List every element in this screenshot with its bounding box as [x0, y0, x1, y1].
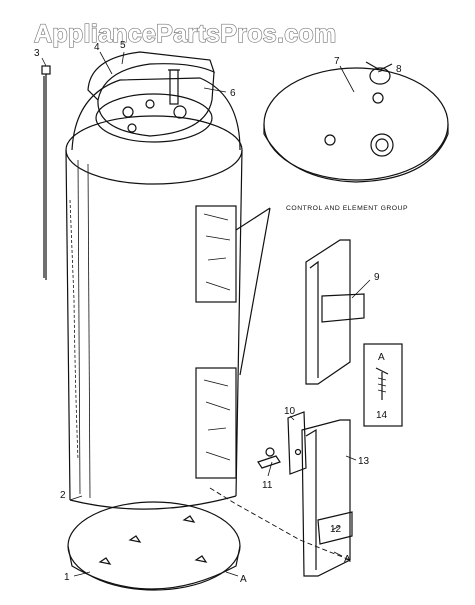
callout-9: 9 — [374, 272, 380, 283]
callout-14: 14 — [376, 410, 388, 421]
callout-3: 3 — [34, 48, 40, 59]
watermark-text: AppliancePartsPros.com — [34, 20, 337, 48]
callout-a-base: A — [240, 574, 247, 585]
callout-11: 11 — [262, 480, 273, 491]
lower-access-panel-part-13 — [301, 419, 353, 577]
top-insulation-part-5 — [87, 51, 216, 137]
anode-rod-part-6 — [168, 69, 180, 105]
callout-12: 12 — [330, 524, 342, 535]
callout-a-lower-panel: A — [344, 554, 351, 565]
callout-a-screw-box: A — [378, 352, 385, 363]
screw-box — [363, 343, 403, 427]
callout-2: 2 — [60, 490, 66, 501]
leader-lines — [41, 51, 385, 577]
dip-tube-part-3 — [41, 65, 51, 280]
callout-6: 6 — [230, 88, 236, 99]
heating-element-part-11 — [257, 447, 281, 469]
callout-13: 13 — [358, 456, 370, 467]
top-cover-part-7 — [263, 67, 449, 183]
callout-4: 4 — [94, 42, 100, 53]
callout-7: 7 — [334, 56, 340, 67]
callout-5: 5 — [120, 40, 126, 51]
callout-1: 1 — [64, 572, 70, 583]
upper-element-cutout — [195, 205, 237, 303]
thermostat-part-10 — [287, 411, 307, 475]
callout-10: 10 — [284, 406, 296, 417]
water-heater-tank — [65, 77, 243, 510]
upper-access-panel-part-9 — [305, 239, 365, 385]
lower-element-cutout — [195, 367, 237, 479]
callout-8: 8 — [396, 64, 402, 75]
group-leader-line — [235, 207, 271, 376]
inner-tank-head-part-4 — [95, 93, 213, 143]
base-pan-part-1 — [67, 501, 241, 591]
control-group-caption: CONTROL AND ELEMENT GROUP — [286, 205, 408, 212]
plug-part-8 — [365, 61, 393, 85]
alignment-dashed-line — [209, 487, 351, 561]
